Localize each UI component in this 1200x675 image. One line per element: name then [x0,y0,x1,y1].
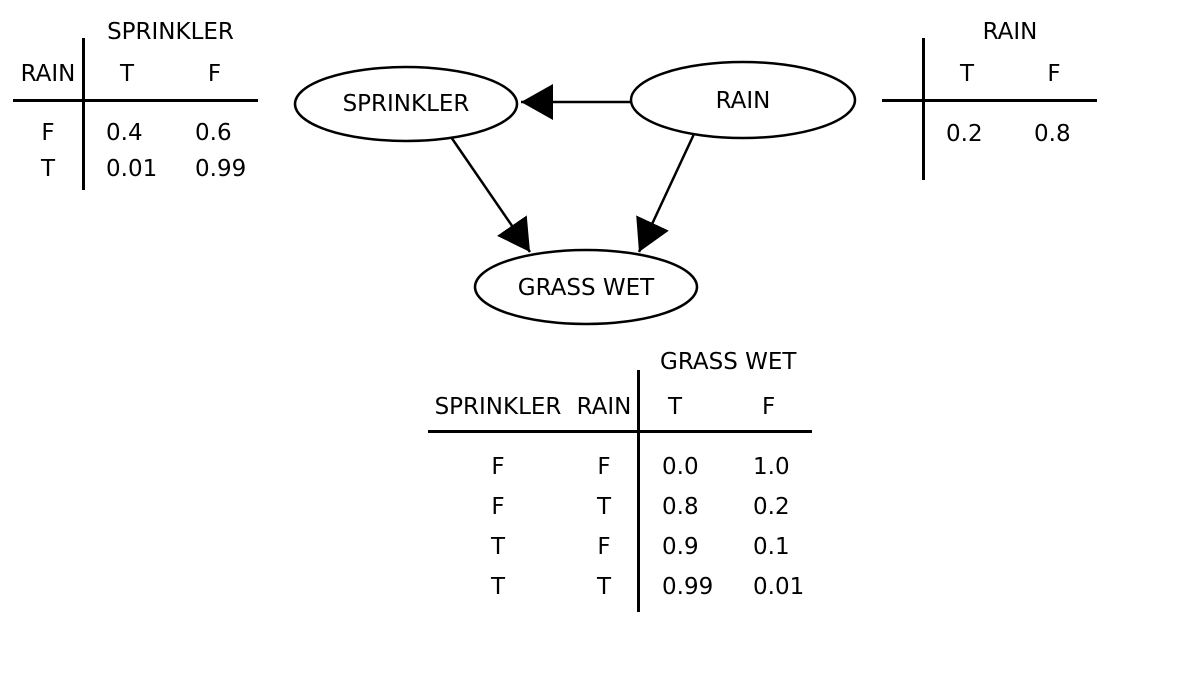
row-label: T [596,494,612,520]
row-label: F [491,494,505,520]
sprinkler-cpt-horizontal-rule [13,99,258,102]
row-label: T [490,574,506,600]
rain-prior-horizontal-rule [882,99,1097,102]
cell-value: 0.2 [753,494,790,520]
grass-wet-cpt-col-sprinkler: SPRINKLER [434,394,562,420]
row-label: F [597,534,611,560]
cell-value: 1.0 [753,454,790,480]
grass-wet-cpt-col-rain: RAIN [576,394,632,420]
cell-value: 0.4 [106,120,143,146]
grass-wet-cpt-horizontal-rule [428,430,812,433]
table-row: T 0.01 0.99 [13,155,258,183]
rain-prior-col-f: F [1047,61,1061,87]
row-label: F [41,120,55,146]
cell-value: 0.9 [662,534,699,560]
table-row: T T 0.99 0.01 [428,573,812,601]
node-grass-wet [473,248,699,326]
cell-value: 0.6 [195,120,232,146]
row-label: F [597,454,611,480]
table-row: 0.2 0.8 [882,120,1097,148]
grass-wet-cpt-table: GRASS WET SPRINKLER RAIN T F F F 0.0 1.0… [428,349,812,627]
sprinkler-cpt-header-row: RAIN T F [13,60,258,88]
table-row: F F 0.0 1.0 [428,453,812,481]
sprinkler-cpt-col-f: F [207,61,222,87]
cell-value: 0.0 [662,454,699,480]
cell-value: 0.99 [662,574,714,600]
sprinkler-cpt-table: SPRINKLER RAIN T F F 0.4 0.6 T 0.01 0.99 [13,19,258,197]
node-grass-wet-label: GRASS WET [518,275,655,301]
node-sprinkler-label: SPRINKLER [343,91,470,117]
table-row: F T 0.8 0.2 [428,493,812,521]
rain-prior-vertical-rule [922,38,925,180]
cell-value: 0.8 [1034,121,1071,147]
node-rain [629,60,857,140]
cell-value: 0.1 [753,534,790,560]
edge-rain-to-grass-wet-arrow-icon [636,133,696,253]
rain-prior-title: RAIN [982,19,1038,45]
rain-prior-header-row: T F [882,60,1097,88]
cell-value: 0.01 [753,574,805,600]
sprinkler-cpt-col-t: T [119,61,135,87]
table-row: T F 0.9 0.1 [428,533,812,561]
cell-value: 0.99 [195,156,247,182]
node-sprinkler [293,65,519,143]
sprinkler-cpt-row-axis: RAIN [20,61,76,87]
grass-wet-cpt-col-t: T [668,394,683,420]
row-label: F [491,454,505,480]
row-label: T [490,534,506,560]
grass-wet-cpt-vertical-rule [637,370,640,612]
rain-prior-col-t: T [959,61,975,87]
grass-wet-cpt-col-f: F [762,394,776,420]
cell-value: 0.8 [662,494,699,520]
rain-prior-table: RAIN T F 0.2 0.8 [882,19,1097,197]
row-label: T [596,574,612,600]
sprinkler-cpt-title: SPRINKLER [107,19,234,45]
cell-value: 0.01 [106,156,158,182]
grass-wet-cpt-title: GRASS WET [660,349,797,375]
node-rain-label: RAIN [716,88,771,114]
edge-sprinkler-to-grass-wet-arrow-icon [449,136,532,253]
sprinkler-cpt-vertical-rule [82,38,85,190]
grass-wet-cpt-header-row: SPRINKLER RAIN T F [428,393,812,421]
row-label: T [40,156,56,182]
cell-value: 0.2 [946,121,983,147]
table-row: F 0.4 0.6 [13,119,258,147]
